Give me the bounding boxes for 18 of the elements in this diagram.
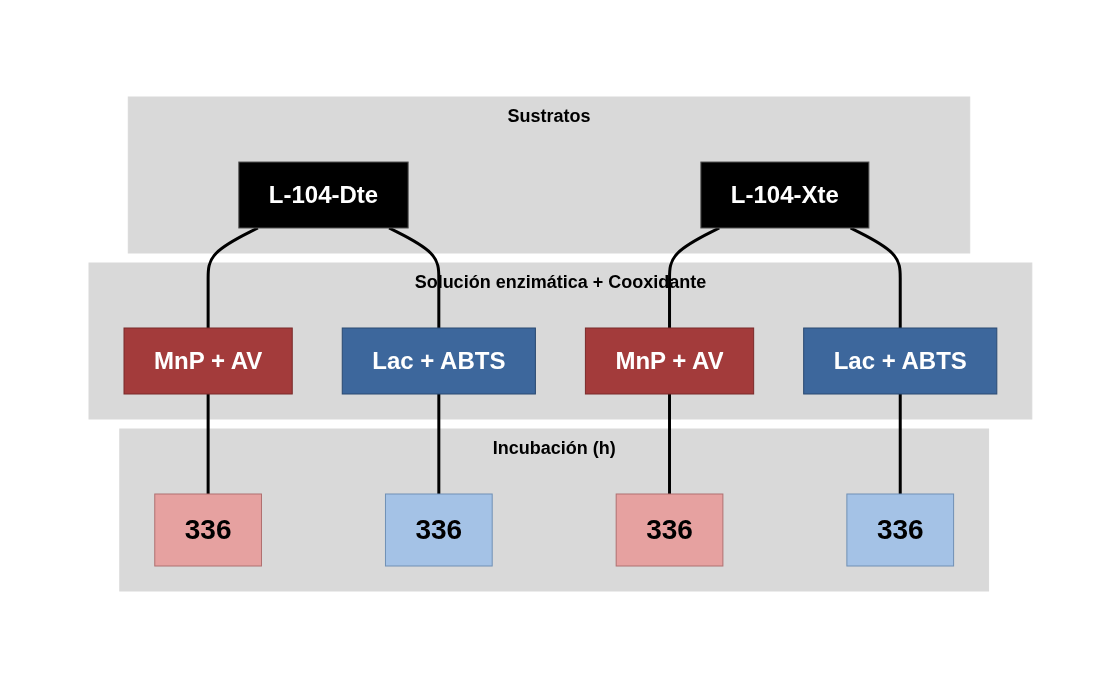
node-box: 336 [615, 493, 723, 566]
connector [206, 226, 259, 328]
node-box: 336 [384, 493, 493, 566]
connector [667, 226, 720, 328]
node-box: MnP + AV [584, 327, 754, 394]
connector [898, 393, 902, 494]
node-box: 336 [153, 493, 262, 566]
connector [436, 393, 440, 494]
connector [388, 226, 440, 328]
node-box: Lac + ABTS [802, 327, 997, 394]
node-box: MnP + AV [123, 327, 293, 394]
node-box: Lac + ABTS [341, 327, 536, 394]
node-box: L-104-Xte [699, 161, 869, 228]
node-box: 336 [845, 493, 954, 566]
connector [849, 226, 902, 328]
connector [667, 393, 671, 494]
connector [206, 393, 210, 494]
node-box: L-104-Dte [237, 161, 409, 228]
